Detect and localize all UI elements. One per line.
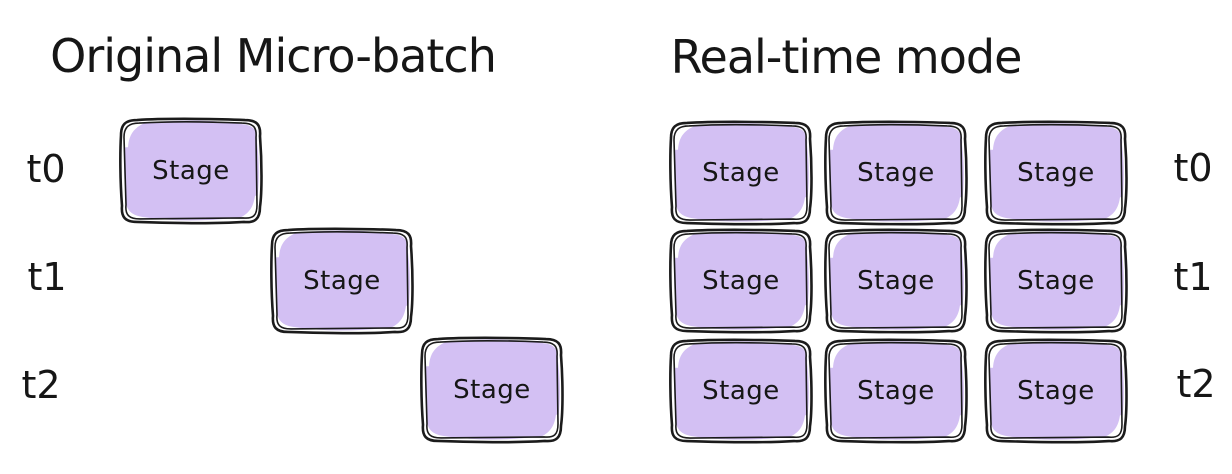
right-time-label-t2: t2 bbox=[1176, 362, 1216, 406]
stage-box-right-r1c1: Stage bbox=[823, 228, 969, 334]
stage-box-right-r0c2: Stage bbox=[983, 120, 1129, 226]
stage-box-right-r2c0: Stage bbox=[668, 338, 814, 444]
stage-label: Stage bbox=[1017, 266, 1095, 296]
stage-label: Stage bbox=[152, 156, 230, 186]
right-time-label-t1: t1 bbox=[1173, 255, 1213, 299]
right-time-label-t0: t0 bbox=[1173, 146, 1213, 190]
stage-label: Stage bbox=[857, 376, 935, 406]
stage-label: Stage bbox=[1017, 376, 1095, 406]
stage-box-right-r0c0: Stage bbox=[668, 120, 814, 226]
left-panel-title: Original Micro-batch bbox=[50, 29, 497, 83]
stage-box-left-t0: Stage bbox=[118, 117, 264, 225]
stage-label: Stage bbox=[303, 266, 381, 296]
stage-box-right-r1c0: Stage bbox=[668, 228, 814, 334]
stage-box-left-t1: Stage bbox=[269, 227, 415, 335]
stage-label: Stage bbox=[857, 158, 935, 188]
stage-box-right-r0c1: Stage bbox=[823, 120, 969, 226]
left-time-label-t2: t2 bbox=[21, 363, 61, 407]
stage-label: Stage bbox=[453, 375, 531, 405]
stage-label: Stage bbox=[1017, 158, 1095, 188]
stage-label: Stage bbox=[702, 266, 780, 296]
left-time-label-t0: t0 bbox=[26, 147, 66, 191]
left-time-label-t1: t1 bbox=[27, 255, 67, 299]
stage-label: Stage bbox=[702, 158, 780, 188]
stage-box-right-r2c1: Stage bbox=[823, 338, 969, 444]
stage-box-right-r1c2: Stage bbox=[983, 228, 1129, 334]
stage-label: Stage bbox=[857, 266, 935, 296]
stage-box-left-t2: Stage bbox=[419, 336, 565, 444]
stage-box-right-r2c2: Stage bbox=[983, 338, 1129, 444]
stage-label: Stage bbox=[702, 376, 780, 406]
right-panel-title: Real-time mode bbox=[670, 30, 1023, 84]
